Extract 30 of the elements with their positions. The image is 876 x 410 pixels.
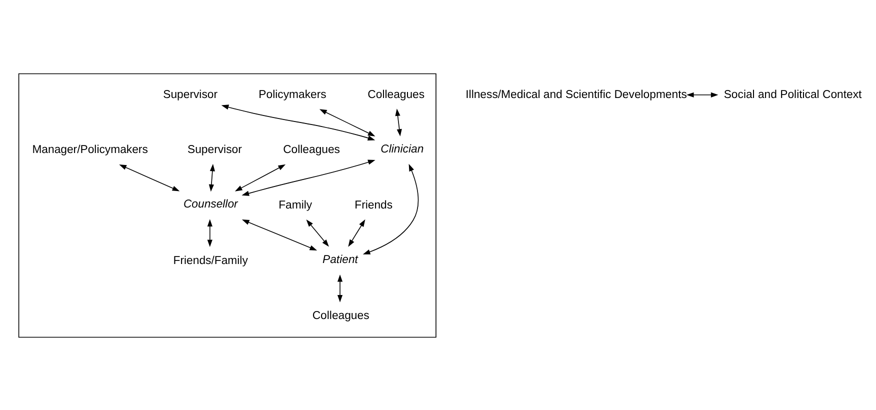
arrow (242, 219, 318, 250)
arrow (306, 218, 329, 246)
node-text: Family (278, 199, 312, 212)
arrow (362, 163, 419, 254)
node-text: Colleagues (368, 88, 425, 100)
arrow (319, 108, 376, 136)
arrow (395, 108, 402, 136)
node-text: Counsellor (183, 198, 238, 210)
arrow (242, 159, 376, 196)
node-text: Supervisor (163, 88, 218, 100)
arrow (234, 164, 286, 191)
arrow (119, 164, 180, 191)
node-text: Social and Political Context (724, 88, 862, 100)
arrow (208, 163, 215, 192)
node-text: Patient (322, 253, 358, 266)
node-text: Friends (354, 199, 393, 212)
arrow (337, 274, 343, 302)
node-text: Manager/Policymakers (32, 144, 148, 156)
node-text: Supervisor (188, 144, 242, 156)
node-text: Clinician (380, 142, 424, 155)
cluster (18, 72, 436, 338)
arrow (207, 218, 212, 247)
arrow (221, 104, 376, 140)
arrow (348, 218, 366, 246)
node-text: Friends/Family (173, 254, 248, 266)
node-text: Illness/Medical and Scientific Developments (466, 88, 687, 100)
node-text: Policymakers (258, 88, 326, 100)
arrow (686, 92, 718, 97)
node-text: Colleagues (312, 310, 370, 322)
node-text: Colleagues (283, 144, 340, 156)
